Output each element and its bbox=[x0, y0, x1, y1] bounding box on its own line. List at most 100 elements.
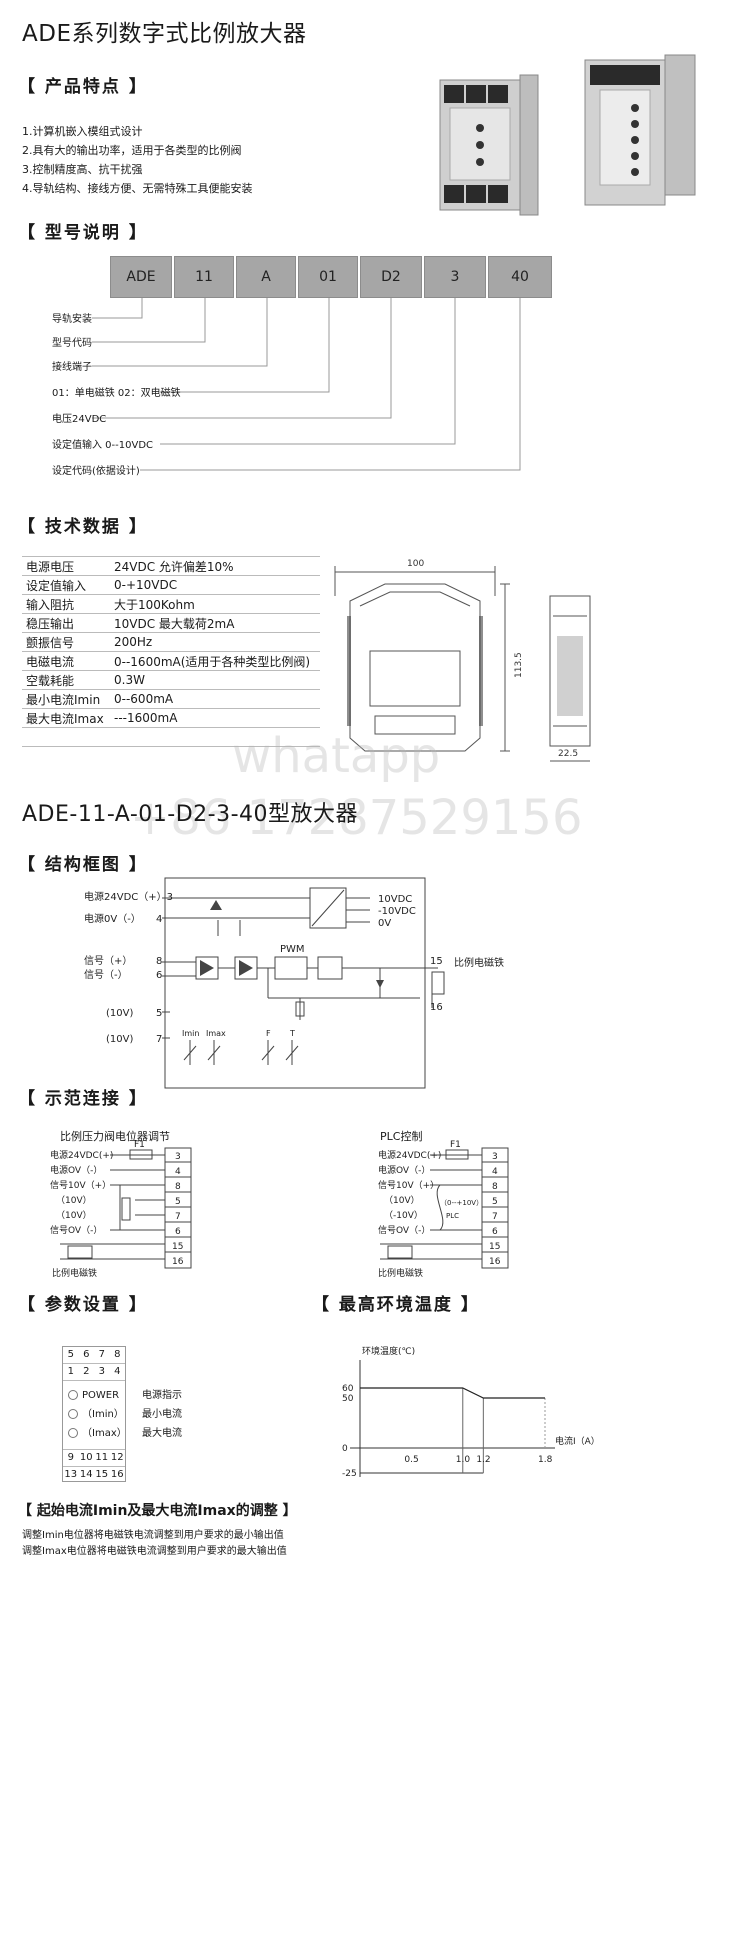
x-tick-label: 1.2 bbox=[476, 1455, 490, 1465]
table-row: 输入阻抗大于100Kohm bbox=[22, 594, 320, 614]
demo-term-3: 3 bbox=[175, 1152, 181, 1162]
block-diagram: 电源24VDC（+）3 电源0V（-） 4 信号（+） 8 信号（-） 6 (1… bbox=[84, 877, 504, 1089]
block-label-signal-plus: 信号（+） bbox=[84, 955, 132, 967]
model-label-voltage: 电压24VDC bbox=[52, 414, 107, 425]
block-num-16: 16 bbox=[430, 1002, 443, 1013]
temp-heading: 【 最高环境温度 】 bbox=[312, 1295, 480, 1315]
feature-item: 2.具有大的输出功率，适用于各类型的比例阀 bbox=[22, 144, 242, 157]
block-pot-f: F bbox=[266, 1029, 271, 1038]
x-axis-label: 电流I（A） bbox=[555, 1435, 600, 1447]
param-term: 14 bbox=[79, 1469, 93, 1480]
param-knob-desc: 电源指示 bbox=[142, 1390, 182, 1401]
demo-term-7-r: 7 bbox=[492, 1212, 498, 1222]
demo-term-16-r: 16 bbox=[489, 1257, 501, 1267]
adjust-line-1: 调整Imin电位器将电磁铁电流调整到用户要求的最小输出值 bbox=[22, 1530, 284, 1541]
demo-term-5-r: 5 bbox=[492, 1197, 498, 1207]
power-knob-icon[interactable] bbox=[68, 1390, 78, 1400]
tech-value: 24VDC 允许偏差10% bbox=[110, 556, 320, 576]
param-term: 15 bbox=[95, 1469, 109, 1480]
tech-value: ---1600mA bbox=[110, 708, 320, 728]
params-heading: 【 参数设置 】 bbox=[18, 1295, 148, 1315]
demo-wiring: F1 F1 3 4 8 5 7 6 15 16 3 4 8 5 7 6 15 1… bbox=[50, 1140, 509, 1279]
demo-term-4-r: 4 bbox=[492, 1167, 498, 1177]
tech-heading: 【 技术数据 】 bbox=[18, 517, 148, 537]
table-row: 最大电流Imax---1600mA bbox=[22, 708, 320, 728]
feature-item: 4.导轨结构、接线方便、无需特殊工具便能安装 bbox=[22, 182, 253, 195]
demo-right-label-1: 电源24VDC(+) bbox=[378, 1149, 441, 1161]
demo-right-label-4: （10V） bbox=[384, 1195, 420, 1206]
block-heading: 【 结构框图 】 bbox=[18, 855, 148, 875]
param-knob-desc: 最大电流 bbox=[142, 1428, 182, 1439]
tech-key: 输入阻抗 bbox=[22, 594, 110, 614]
demo-left-label-5: （10V） bbox=[56, 1210, 92, 1221]
imax-knob-icon[interactable] bbox=[68, 1428, 78, 1438]
demo-left-label-1: 电源24VDC(+) bbox=[50, 1149, 113, 1161]
demo-left-label-4: （10V） bbox=[56, 1195, 92, 1206]
y-tick-label: 50 bbox=[342, 1394, 354, 1404]
block-label-10v-b: (10V) bbox=[106, 1034, 133, 1045]
demo-plc: PLC bbox=[446, 1212, 459, 1220]
x-tick-label: 1.0 bbox=[456, 1455, 471, 1465]
demo-term-16: 16 bbox=[172, 1257, 184, 1267]
demo-right-label-5: （-10V） bbox=[384, 1210, 423, 1221]
model-label-terminal: 接线端子 bbox=[52, 362, 92, 373]
demo-term-6-r: 6 bbox=[492, 1227, 498, 1237]
demo-term-7: 7 bbox=[175, 1212, 181, 1222]
demo-right-label-6: 信号OV（-） bbox=[378, 1224, 430, 1236]
demo-term-5: 5 bbox=[175, 1197, 181, 1207]
tech-value: 0--600mA bbox=[110, 689, 320, 709]
tech-key: 最小电流Imin bbox=[22, 689, 110, 709]
features-list: 1.计算机嵌入模组式设计 2.具有大的输出功率，适用于各类型的比例阀 3.控制精… bbox=[22, 122, 253, 198]
param-knob-name: （Imax） bbox=[82, 1428, 127, 1439]
model-code-terminal: A bbox=[236, 256, 296, 298]
features-heading: 【 产品特点 】 bbox=[18, 77, 148, 97]
block-pot-t: T bbox=[289, 1029, 295, 1038]
param-term: 13 bbox=[64, 1469, 78, 1480]
block-num-7: 7 bbox=[156, 1034, 162, 1045]
demo-fuse-right: F1 bbox=[450, 1140, 461, 1150]
block-out-10v: 10VDC bbox=[378, 894, 412, 905]
demo-term-8: 8 bbox=[175, 1182, 181, 1192]
block-num-6: 6 bbox=[156, 970, 162, 981]
model-code-series: 11 bbox=[174, 256, 234, 298]
demo-term-15: 15 bbox=[172, 1242, 183, 1252]
block-pwm-label: PWM bbox=[280, 944, 305, 955]
tech-value: 0.3W bbox=[110, 670, 320, 690]
param-term: 3 bbox=[98, 1366, 105, 1377]
tech-value: 0-+10VDC bbox=[110, 575, 320, 595]
param-knob-desc: 最小电流 bbox=[142, 1409, 182, 1420]
demo-right-label-3: 信号10V（+） bbox=[378, 1179, 439, 1191]
demo-term-15-r: 15 bbox=[489, 1242, 500, 1252]
product-photo bbox=[439, 54, 696, 216]
adjust-line-2: 调整Imax电位器将电磁铁电流调整到用户要求的最大输出值 bbox=[22, 1546, 287, 1557]
series-line bbox=[360, 1387, 545, 1399]
block-num-4: 4 bbox=[156, 914, 162, 925]
feature-item: 1.计算机嵌入模组式设计 bbox=[22, 125, 143, 138]
param-term: 2 bbox=[83, 1366, 90, 1377]
imin-knob-icon[interactable] bbox=[68, 1409, 78, 1419]
block-num-5: 5 bbox=[156, 1008, 162, 1019]
demo-right-label-2: 电源OV（-） bbox=[378, 1164, 430, 1176]
x-tick-label: 0.5 bbox=[404, 1455, 418, 1465]
tech-value: 大于100Kohm bbox=[110, 594, 320, 614]
dimension-drawing: 100 113.5 22.5 bbox=[334, 559, 591, 762]
param-term: 5 bbox=[67, 1349, 74, 1360]
dim-height-label: 113.5 bbox=[514, 652, 524, 678]
block-out-0v: 0V bbox=[378, 918, 391, 929]
feature-item: 3.控制精度高、抗干扰强 bbox=[22, 163, 143, 176]
adjust-heading: 【 起始电流Imin及最大电流Imax的调整 】 bbox=[18, 1503, 297, 1519]
tech-value: 0--1600mA(适用于各种类型比例阀) bbox=[110, 651, 320, 671]
tech-key: 空载耗能 bbox=[22, 670, 110, 690]
block-pot-imin: Imin bbox=[182, 1029, 199, 1038]
table-row bbox=[22, 727, 320, 747]
demo-term-8-r: 8 bbox=[492, 1182, 498, 1192]
model-label-setting: 设定代码(依据设计) bbox=[52, 466, 140, 477]
param-knob-row: （Imax） 最大电流 bbox=[68, 1424, 182, 1443]
demo-term-3-r: 3 bbox=[492, 1152, 498, 1162]
